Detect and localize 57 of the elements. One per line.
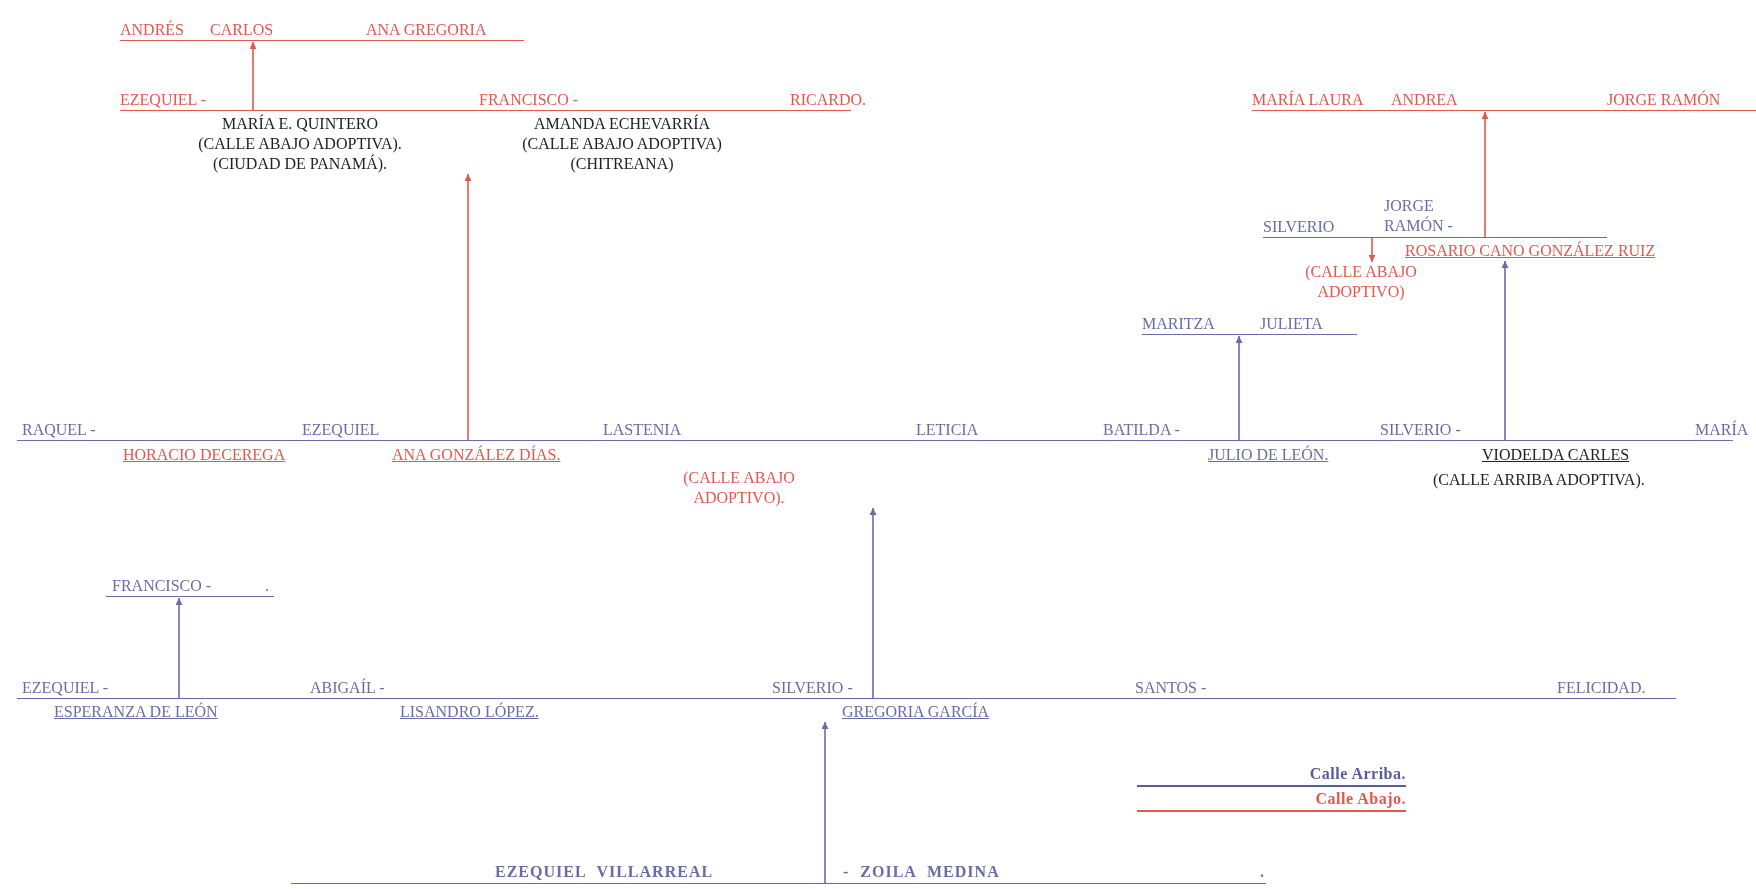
arrow	[1501, 260, 1509, 441]
person-name: (CALLE ABAJO ADOPTIVO).	[682, 468, 796, 508]
person-name: JORGE RAMÓN	[1607, 90, 1721, 110]
person-name: SILVERIO -	[772, 678, 853, 698]
person-name: RAQUEL -	[22, 420, 96, 440]
arrow	[249, 41, 257, 111]
note-text: AMANDA ECHEVARRÍA (CALLE ABAJO ADOPTIVA) (CHITREANA)	[521, 114, 723, 174]
person-name: .	[265, 576, 269, 596]
family-line	[17, 420, 1749, 508]
note-text: (CALLE ARRIBA ADOPTIVA).	[1433, 470, 1645, 490]
person-name: (CALLE ABAJO ADOPTIVO)	[1304, 262, 1418, 302]
note-text: VIODELDA CARLES	[1482, 445, 1630, 465]
legend-label: Calle Arriba.	[1309, 764, 1406, 784]
person-name: ROSARIO CANO GONZÁLEZ RUIZ	[1405, 241, 1656, 261]
person-name: LASTENIA	[603, 420, 682, 440]
person-name: MARITZA	[1142, 314, 1215, 334]
person-name: .	[1260, 862, 1265, 882]
person-name: HORACIO DECEREGA	[123, 445, 286, 465]
person-name: MARÍA LAURA	[1252, 90, 1364, 110]
arrow	[1481, 111, 1489, 238]
person-name: - ZOILA MEDINA	[843, 862, 1000, 882]
person-name: JORGE RAMÓN -	[1384, 196, 1454, 236]
family-line	[120, 20, 524, 42]
person-name: ANDREA	[1391, 90, 1458, 110]
arrow	[464, 173, 472, 441]
person-name: JULIO DE LEÓN.	[1208, 445, 1329, 465]
person-name: GREGORIA GARCÍA	[842, 702, 990, 722]
person-name: BATILDA -	[1103, 420, 1180, 440]
person-name: FRANCISCO -	[112, 576, 212, 596]
person-name: CARLOS	[210, 20, 274, 40]
arrow	[869, 507, 877, 699]
arrow	[175, 597, 183, 699]
person-name: EZEQUIEL -	[120, 90, 207, 110]
person-name: SILVERIO -	[1380, 420, 1461, 440]
arrow	[1368, 236, 1376, 263]
person-name: ESPERANZA DE LEÓN	[54, 702, 218, 722]
family-line	[1252, 90, 1756, 112]
person-name: EZEQUIEL -	[22, 678, 109, 698]
person-name: SILVERIO	[1263, 217, 1335, 237]
person-name: ANA GREGORIA	[366, 20, 487, 40]
arrow	[1235, 335, 1243, 441]
person-name: LISANDRO LÓPEZ.	[400, 702, 539, 722]
person-name: RICARDO.	[790, 90, 866, 110]
person-name: JULIETA	[1260, 314, 1323, 334]
person-name: FRANCISCO -	[479, 90, 579, 110]
person-name: ANA GONZÁLEZ DÍAS.	[392, 445, 561, 465]
person-name: EZEQUIEL	[302, 420, 380, 440]
person-name: FELICIDAD.	[1557, 678, 1646, 698]
person-name: ABIGAÍL -	[310, 678, 385, 698]
person-name: EZEQUIEL VILLARREAL	[495, 862, 714, 882]
legend-label: Calle Abajo.	[1315, 789, 1406, 809]
note-text: MARÍA E. QUINTERO (CALLE ABAJO ADOPTIVA). (CIUDAD DE PANAMÁ).	[197, 114, 403, 174]
person-name: ANDRÉS	[120, 20, 184, 40]
person-name: MARÍA	[1695, 420, 1749, 440]
arrow	[821, 721, 829, 884]
person-name: LETICIA	[916, 420, 979, 440]
person-name: SANTOS -	[1135, 678, 1207, 698]
